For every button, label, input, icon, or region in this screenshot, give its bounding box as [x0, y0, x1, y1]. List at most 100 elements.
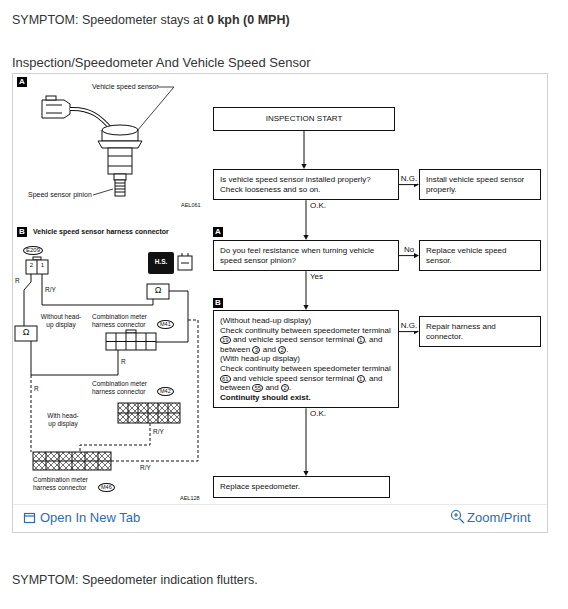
connector-divider — [37, 260, 38, 274]
box-text: Continuity should exist. — [220, 393, 392, 403]
arrow-line — [304, 131, 305, 164]
text-run: (With head-up display) — [220, 354, 300, 363]
text-run: Continuity should exist. — [220, 393, 311, 402]
symptom-title: SYMPTOM: Speedometer stays at 0 kph (0 M… — [12, 13, 290, 28]
icon-plate — [148, 252, 174, 274]
open-tab-icon-bar — [25, 515, 35, 516]
box-text: Check continuity between speedometer ter… — [220, 364, 392, 393]
speed-sensor-drawing — [42, 96, 142, 196]
terminal-number: 3 — [252, 346, 260, 354]
sensor-harness-connector — [26, 260, 48, 274]
connector-name: Combination meter harness connector — [92, 313, 154, 329]
ohmmeter-box — [15, 326, 37, 341]
box-text: INSPECTION START — [220, 114, 388, 124]
wire-color: R/Y — [45, 286, 56, 294]
pinion-gear — [115, 180, 125, 196]
edge-label: O.K. — [310, 410, 326, 419]
terminal-number: 19 — [220, 336, 231, 344]
connector-number: M42 — [157, 387, 174, 396]
wire-color: R/Y — [140, 464, 151, 472]
link-text: Open In New Tab — [40, 510, 140, 526]
wiring — [24, 274, 198, 461]
connectors — [15, 257, 180, 470]
meter-lead — [156, 291, 188, 342]
ohm-symbol: Ω — [147, 285, 169, 296]
connector-number: M41 — [157, 320, 174, 329]
arrow-line — [306, 408, 307, 471]
ohmmeter-box — [147, 284, 169, 299]
connector-number: E209 — [23, 246, 43, 255]
box-text: Install vehicle speed sensor properly. — [426, 175, 534, 194]
connector-name: Combination meter harness connector — [33, 476, 95, 492]
text-run: . — [286, 345, 288, 354]
process-box: Replace vehicle speed sensor. — [419, 240, 541, 271]
edge-label: N.G. — [401, 322, 417, 331]
plug-latch — [46, 96, 56, 100]
text-run: Check continuity between speedometer ter… — [220, 326, 391, 335]
terminal-number: 2 — [281, 384, 289, 392]
text-run: (Without head-up display) — [220, 316, 311, 325]
wire-ry-dashed — [80, 423, 150, 452]
open-tab-icon — [25, 514, 35, 523]
process-box: Replace speedometer. — [213, 476, 390, 498]
wire-color: R — [34, 385, 39, 393]
process-box: Do you feel resistance when turning vehi… — [213, 240, 399, 271]
terminal-number: 55 — [252, 384, 263, 392]
figure-letter: B — [17, 227, 27, 237]
title-emphasis: 0 kph (0 MPH) — [207, 13, 290, 27]
arrow-line — [399, 184, 414, 185]
wire-ry — [42, 274, 153, 305]
ohm-symbol: Ω — [15, 327, 37, 338]
figure-code: AEL061 — [181, 202, 201, 209]
process-box: Repair harness and connector. — [419, 316, 541, 347]
box-text: Replace vehicle speed sensor. — [426, 246, 534, 265]
process-box: Is vehicle speed sensor installed proper… — [213, 169, 399, 200]
box-text: Do you feel resistance when turning vehi… — [220, 246, 392, 265]
connector-pins — [118, 403, 180, 423]
flow-arrow — [303, 271, 308, 310]
terminal-number: 1 — [357, 336, 365, 344]
process-box: Install vehicle speed sensor properly. — [419, 169, 541, 200]
title-run: SYMPTOM: Speedometer stays at — [12, 13, 207, 27]
variant-note: Without head-up display — [40, 313, 82, 329]
disconnect-icon — [148, 252, 192, 274]
box-text: Is vehicle speed sensor installed proper… — [220, 175, 392, 194]
pinion-teeth — [115, 183, 125, 192]
edge-label: N.G. — [401, 175, 417, 184]
panel-divider — [13, 504, 547, 505]
figure-heading: Vehicle speed sensor harness connector — [33, 228, 169, 236]
section-heading: Inspection/Speedometer And Vehicle Speed… — [12, 55, 311, 71]
part-name: Vehicle speed sensor — [92, 83, 159, 91]
wire-color: R — [121, 358, 126, 366]
zoom-icon-handle — [454, 513, 464, 523]
panel-border — [13, 74, 548, 533]
arrow-line — [306, 200, 307, 235]
box-text: Replace speedometer. — [220, 482, 383, 492]
meter-connector-m42 — [118, 403, 180, 423]
flow-arrow — [301, 131, 306, 169]
text-run: and vehicle speed sensor terminal — [231, 374, 357, 383]
flow-arrow — [303, 200, 308, 240]
start-box: INSPECTION START — [213, 107, 395, 131]
wire-color: R/Y — [153, 428, 164, 436]
sensor-cap-top — [102, 125, 138, 135]
text-run: and — [263, 383, 281, 392]
pin-number: 2 — [26, 262, 37, 269]
terminal-number: 1 — [357, 375, 365, 383]
box-text: Repair harness and connector. — [426, 322, 534, 341]
text-run: and — [260, 345, 278, 354]
connector-pins — [106, 333, 156, 350]
connector-pins — [33, 452, 111, 470]
pin-number: 1 — [37, 262, 48, 269]
link-text: Zoom/Print — [467, 510, 531, 526]
sensor-ring — [108, 156, 132, 157]
sensor-body — [108, 148, 132, 174]
meter-connector-m41 — [106, 333, 156, 350]
leader-line — [137, 87, 174, 131]
connector-number: M46 — [98, 483, 115, 492]
arrow-line — [399, 255, 414, 256]
leader-lines — [93, 87, 174, 195]
figure-letter: A — [17, 77, 27, 87]
edge-label: O.K. — [310, 202, 326, 211]
